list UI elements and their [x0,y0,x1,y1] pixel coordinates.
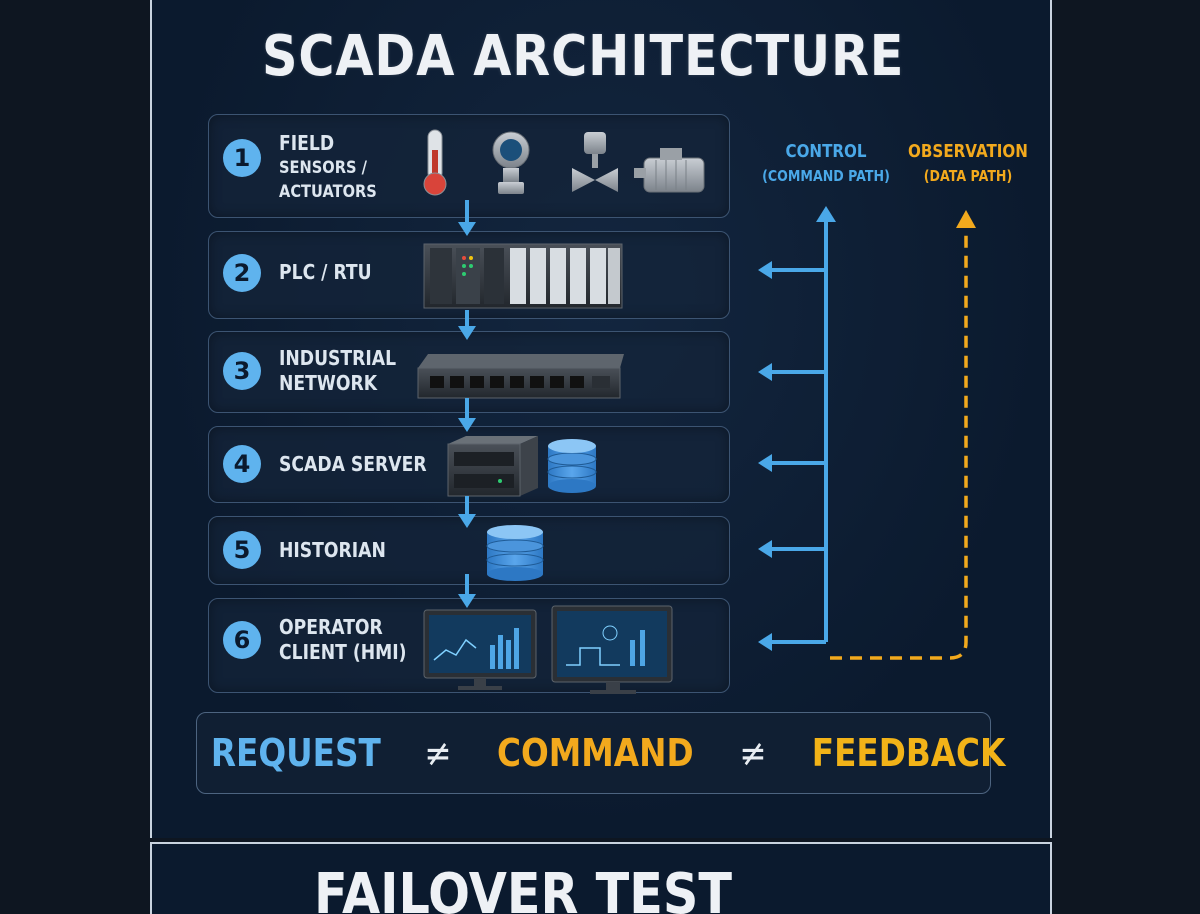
layer-label-sub: SENSORS / ACTUATORS [279,158,377,202]
banner-request: REQUEST [210,731,381,775]
plc-rack-icon [423,243,623,309]
layer-label: FIELD SENSORS / ACTUATORS [279,131,377,204]
observation-sub-label: (DATA PATH) [923,167,1013,185]
layer-label: OPERATOR CLIENT (HMI) [279,615,407,664]
banner-command: COMMAND [496,731,694,775]
layer-label: INDUSTRIAL NETWORK [279,346,397,395]
control-path [758,206,836,651]
hmi-monitor-icon [423,609,537,690]
layer-label-main: FIELD [279,131,335,155]
network-switch-icon [417,354,624,399]
next-panel: FAILOVER TEST [150,842,1052,914]
motor-icon [634,148,705,193]
flow-arrows [458,200,476,608]
layer-label: HISTORIAN [279,538,386,562]
valve-actuator-icon [572,132,618,192]
layer-label: SCADA SERVER [279,452,427,476]
layer-historian: 5 HISTORIAN [208,516,730,585]
control-label: CONTROL [785,141,867,162]
layer-label: PLC / RTU [279,260,372,284]
pressure-transmitter-icon [492,131,530,194]
page-title: SCADA ARCHITECTURE [262,24,905,89]
server-icon [447,436,538,497]
layer-number: 2 [223,254,261,292]
layer-number: 6 [223,621,261,659]
principle-banner: REQUEST ≠ COMMAND ≠ FEEDBACK [196,712,1005,794]
control-sub-label: (COMMAND PATH) [762,167,890,185]
layer-number: 1 [223,139,261,177]
observation-label: OBSERVATION [908,141,1028,162]
database-icon [486,525,544,581]
layer-number: 4 [223,445,261,483]
observation-path [830,210,976,660]
hmi-monitor-icon [551,605,673,694]
banner-not-equal-2: ≠ [738,731,767,775]
thermometer-icon [423,129,447,196]
layer-number: 3 [223,352,261,390]
control-path-label: CONTROL (COMMAND PATH) [752,140,900,188]
next-panel-title: FAILOVER TEST [314,862,732,914]
banner-feedback: FEEDBACK [811,731,1006,775]
layer-number: 5 [223,531,261,569]
database-icon [547,439,597,493]
banner-text: REQUEST ≠ COMMAND ≠ FEEDBACK [197,731,1005,775]
banner-not-equal-1: ≠ [424,731,452,775]
observation-path-label: OBSERVATION (DATA PATH) [894,140,1042,188]
